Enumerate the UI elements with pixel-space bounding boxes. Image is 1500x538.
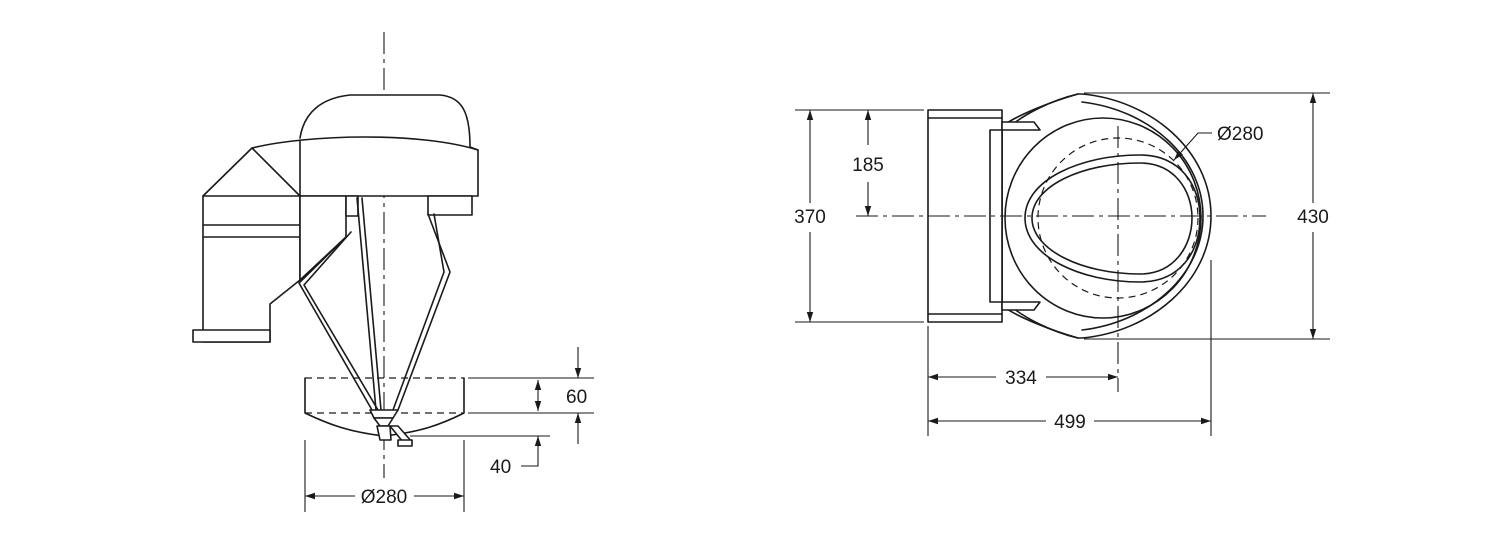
motor-cover [299, 94, 471, 148]
dim-334-label: 334 [1005, 368, 1037, 389]
dim-185-label: 185 [852, 155, 884, 176]
dim-499-label: 499 [1054, 412, 1086, 433]
dim-40-label: 40 [490, 457, 511, 478]
end-effector [369, 409, 413, 447]
dim-370-label: 370 [794, 207, 826, 228]
dim-diameter-label: Ø280 [361, 487, 407, 508]
inner-circle [1004, 117, 1202, 319]
dim-top-diameter-label: Ø280 [1217, 124, 1263, 145]
dim-430-label: 430 [1297, 207, 1329, 228]
motor-housing-left [299, 195, 347, 281]
dim-60-label: 60 [566, 387, 587, 408]
motor-housing-right [427, 195, 473, 216]
side-view: 60 40 Ø280 [192, 32, 594, 512]
workspace-teardrop [1024, 154, 1201, 283]
top-view: Ø280 185 370 430 334 499 [794, 92, 1330, 436]
delta-arms [298, 197, 451, 411]
